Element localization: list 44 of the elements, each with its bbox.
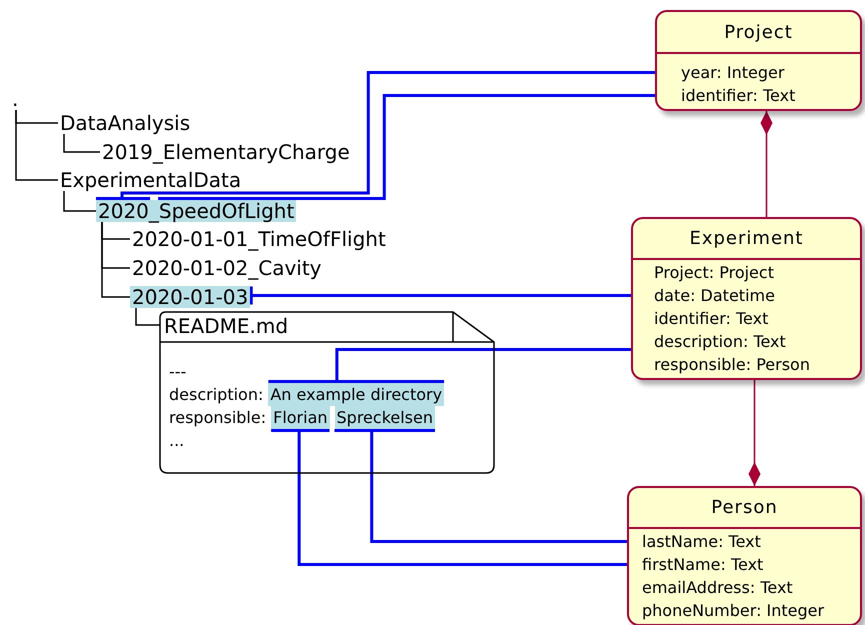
class-attribute: identifier: Text bbox=[657, 84, 860, 107]
highlighted-folder-name: 2020_SpeedOfLight bbox=[96, 200, 296, 222]
metadata-text: ... bbox=[169, 430, 184, 452]
tree-branch-line bbox=[63, 191, 96, 212]
mapping-line bbox=[158, 94, 657, 200]
highlighted-value: Florian bbox=[271, 406, 330, 429]
folder-name: 2020-01-02_Cavity bbox=[130, 257, 324, 279]
mapping-line bbox=[334, 429, 629, 543]
class-name: Project bbox=[657, 12, 860, 54]
tree-branch-line bbox=[63, 134, 100, 153]
composition-line bbox=[760, 111, 772, 217]
file-note bbox=[160, 312, 494, 473]
class-attribute: year: Integer bbox=[657, 61, 860, 84]
highlighted-value: An example directory bbox=[268, 383, 444, 406]
mapping-line bbox=[250, 285, 633, 306]
folder-name: 2019_ElementaryCharge bbox=[100, 141, 352, 163]
highlighted-folder-name: 2020-01-03 bbox=[130, 286, 250, 308]
class-attribute: Project: Project bbox=[633, 261, 860, 284]
metadata-text: description: bbox=[169, 384, 264, 406]
class-attribute: phoneNumber: Integer bbox=[629, 599, 860, 622]
folder-name: 2020-01-01_TimeOfFlight bbox=[130, 228, 388, 250]
tree-branch-line bbox=[15, 110, 58, 181]
file-name: README.md bbox=[164, 313, 288, 339]
mapping-line bbox=[271, 429, 629, 566]
class-attribute: emailAddress: Text bbox=[629, 576, 860, 599]
class-name: Person bbox=[629, 488, 860, 529]
class-box bbox=[627, 486, 862, 625]
class-attribute: responsible: Person bbox=[633, 353, 860, 376]
class-box bbox=[655, 10, 862, 111]
metadata-text: --- bbox=[169, 361, 186, 383]
highlighted-value: Spreckelsen bbox=[334, 406, 435, 429]
metadata-text: responsible: bbox=[169, 407, 266, 429]
composition-line bbox=[748, 380, 760, 486]
class-name: Experiment bbox=[633, 219, 860, 260]
mapping-line bbox=[268, 348, 633, 383]
mapping-line bbox=[96, 71, 657, 200]
class-attribute: date: Datetime bbox=[633, 284, 860, 307]
class-attribute: firstName: Text bbox=[629, 553, 860, 576]
tree-branch-line bbox=[101, 222, 130, 298]
class-attribute: lastName: Text bbox=[629, 530, 860, 553]
class-box bbox=[631, 217, 862, 380]
tree-branch-line bbox=[135, 308, 160, 326]
class-attribute: description: Text bbox=[633, 330, 860, 353]
class-attribute: identifier: Text bbox=[633, 307, 860, 330]
